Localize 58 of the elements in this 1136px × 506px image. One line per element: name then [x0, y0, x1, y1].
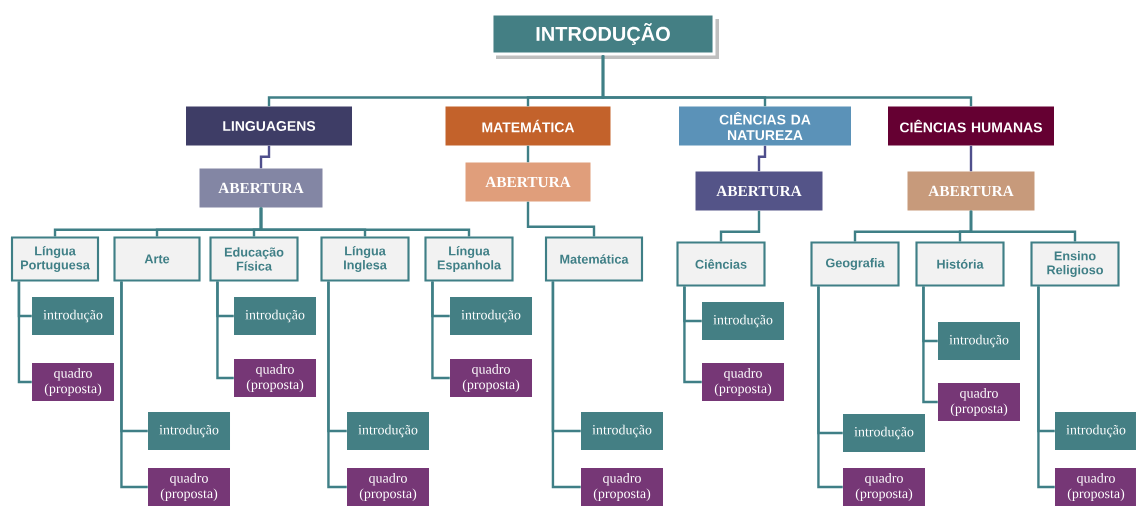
topic-box: quadro (proposta)	[1055, 468, 1136, 506]
topic-box: introdução	[234, 297, 316, 335]
area-box: MATEMÁTICA	[445, 106, 611, 146]
topic-box: introdução	[581, 412, 663, 450]
connector-line	[551, 281, 581, 489]
opening-box: ABERTURA	[199, 168, 323, 208]
connector-line	[526, 201, 596, 237]
connector-line	[216, 281, 234, 380]
subject-box: Matemática	[544, 236, 644, 282]
opening-box: ABERTURA	[465, 162, 591, 202]
topic-box: introdução	[938, 322, 1020, 360]
topic-box: introdução	[702, 302, 784, 340]
topic-box: introdução	[450, 297, 532, 335]
connector-line	[259, 207, 471, 237]
connector-line	[120, 281, 148, 489]
topic-box: quadro (proposta)	[843, 468, 925, 506]
topic-box: quadro (proposta)	[347, 468, 429, 506]
subject-box: Língua Espanhola	[424, 236, 514, 282]
topic-box: introdução	[32, 297, 114, 335]
connector-line	[1037, 286, 1055, 489]
subject-box: Geografia	[810, 241, 900, 287]
connector-line	[431, 281, 450, 380]
subject-box: Língua Portuguesa	[10, 236, 100, 282]
topic-box: introdução	[1055, 412, 1136, 450]
topic-box: quadro (proposta)	[234, 359, 316, 397]
topic-box: introdução	[843, 414, 925, 452]
subject-box: Educação Física	[209, 236, 299, 282]
opening-box: ABERTURA	[695, 171, 823, 211]
connector-line	[922, 286, 938, 404]
connector-line	[327, 281, 347, 489]
topic-box: introdução	[148, 412, 230, 450]
connector-line	[757, 145, 767, 172]
topic-box: introdução	[347, 412, 429, 450]
topic-box: quadro (proposta)	[938, 383, 1020, 421]
connector-line	[526, 145, 530, 163]
connector-line	[683, 286, 702, 384]
topic-box: quadro (proposta)	[32, 363, 114, 401]
connector-line	[817, 286, 843, 489]
connector-line	[969, 145, 973, 172]
subject-box: Ciências	[676, 241, 766, 287]
subject-box: Arte	[113, 236, 201, 282]
topic-box: quadro (proposta)	[148, 468, 230, 506]
title-box: INTRODUÇÃO	[490, 12, 719, 59]
opening-box: ABERTURA	[907, 171, 1035, 211]
area-box: CIÊNCIAS DA NATUREZA	[679, 106, 851, 146]
connector-line	[259, 145, 271, 169]
area-box: LINGUAGENS	[186, 106, 352, 146]
topic-box: quadro (proposta)	[581, 468, 663, 506]
connector-line	[969, 210, 1077, 242]
connector-line	[719, 210, 761, 242]
subject-box: Língua Inglesa	[320, 236, 410, 282]
topic-box: quadro (proposta)	[702, 363, 784, 401]
subject-box: História	[915, 241, 1005, 287]
subject-box: Ensino Religioso	[1030, 241, 1120, 287]
topic-box: quadro (proposta)	[450, 359, 532, 397]
area-box: CIÊNCIAS HUMANAS	[888, 106, 1054, 146]
connector-line	[601, 55, 973, 107]
connector-line	[17, 281, 32, 384]
